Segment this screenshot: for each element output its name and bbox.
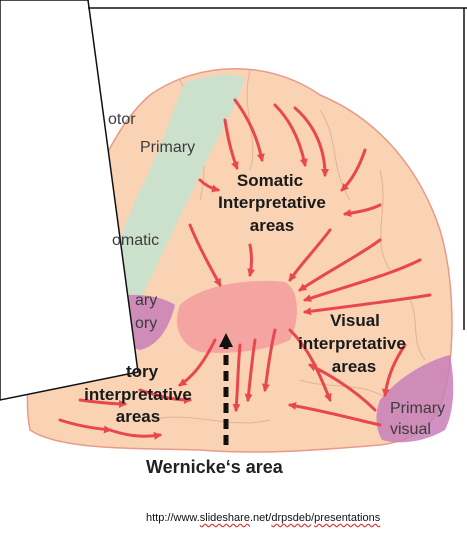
label-motor: otor xyxy=(108,111,136,128)
url-user: drpsdeb xyxy=(271,512,311,524)
label-somatic-1: Somatic xyxy=(237,171,303,190)
label-visual-interp-3: areas xyxy=(332,357,376,376)
label-wernicke: Wernicke‘s area xyxy=(146,457,284,477)
label-auditory-interp-1: tory xyxy=(126,362,159,381)
label-primary-visual-1: Primary xyxy=(390,400,445,417)
url-slideshare: slideshare xyxy=(200,512,250,524)
label-somatic-2: Interpretative xyxy=(218,193,326,212)
label-auditory-interp-3: areas xyxy=(116,407,160,426)
label-somatic-left: omatic xyxy=(112,232,159,249)
label-visual-interp-2: interpretative xyxy=(298,334,406,353)
url-prefix: http://www. xyxy=(146,512,200,524)
label-primary-visual-2: visual xyxy=(390,421,431,438)
label-auditory-interp-2: interpretative xyxy=(84,385,192,404)
label-somatic-3: areas xyxy=(250,216,294,235)
label-primary-top: Primary xyxy=(140,139,195,156)
label-visual-interp-1: Visual xyxy=(330,311,380,330)
label-primary-auditory-2: ory xyxy=(135,315,157,332)
url-presentations: presentations xyxy=(314,512,380,524)
label-primary-auditory-1: ary xyxy=(135,292,157,309)
source-url: http://www.slideshare.net/drpsdeb/presen… xyxy=(146,512,380,524)
url-mid: .net/ xyxy=(250,512,271,524)
